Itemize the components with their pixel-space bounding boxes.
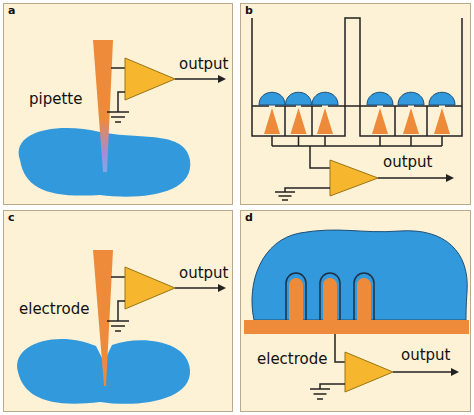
electrode [403, 108, 419, 134]
amplifier-symbol [330, 160, 378, 196]
output-wire [393, 371, 452, 373]
cell [259, 92, 285, 105]
wire [111, 67, 125, 69]
panel-letter: c [8, 212, 15, 225]
cell [367, 92, 393, 105]
cell [398, 92, 424, 105]
electrode [93, 250, 113, 386]
panel: c output electrode [3, 210, 233, 412]
ground-symbol [115, 121, 121, 123]
ground-symbol [317, 398, 323, 400]
electrode [317, 108, 333, 134]
amplifier-symbol [345, 352, 393, 392]
cell [312, 92, 338, 105]
wire [118, 92, 125, 112]
wire [118, 301, 125, 321]
panel-ground [3, 210, 233, 412]
text-label: electrode [19, 301, 90, 318]
arrowhead [218, 75, 226, 83]
divider [285, 106, 427, 136]
bus-wire [272, 136, 442, 146]
ground-symbol [275, 191, 295, 193]
panel-d-figure [244, 230, 469, 399]
electrode [264, 108, 280, 134]
pipette [93, 40, 113, 172]
electrode-bar [244, 320, 469, 334]
text-label: output [179, 265, 228, 282]
panel-ground [240, 210, 471, 412]
electrode [372, 108, 388, 134]
wire [111, 276, 125, 278]
panel-letter: b [245, 5, 253, 18]
amplifier-symbol [125, 58, 175, 100]
electrode [291, 108, 307, 134]
ground-symbol [107, 320, 129, 322]
text-label: electrode [257, 351, 328, 368]
output-wire [175, 287, 219, 289]
electrode [434, 108, 450, 134]
output-wire [378, 177, 447, 179]
text-label: output [383, 154, 432, 171]
ground-symbol [314, 393, 327, 395]
panel: a output pipette [3, 3, 233, 205]
amplifier-symbol [125, 267, 175, 309]
ground-symbol [279, 195, 292, 197]
panel-ground [240, 3, 471, 205]
cell [429, 92, 455, 105]
text-label: output [401, 347, 450, 364]
cell [286, 92, 312, 105]
chamber-wall [345, 105, 360, 107]
ground-symbol [111, 116, 125, 118]
chamber-wall [252, 18, 462, 136]
cell [252, 230, 467, 320]
text-label: pipette [29, 91, 82, 108]
ground-symbol [111, 325, 125, 327]
ground-symbol [282, 199, 288, 201]
arrowhead [218, 284, 226, 292]
ground-symbol [310, 388, 330, 390]
panel-b-figure [252, 18, 462, 200]
electrode-pillar [289, 278, 371, 320]
wire [310, 146, 330, 168]
ground-symbol [115, 330, 121, 332]
membrane [286, 273, 374, 320]
panel-ground [3, 3, 233, 205]
panel-letter: a [8, 5, 15, 18]
text-label: output [179, 56, 228, 73]
wire [335, 334, 345, 362]
ground-symbol [107, 111, 129, 113]
arrowhead [446, 174, 454, 182]
output-wire [175, 78, 219, 80]
arrowhead [451, 368, 459, 376]
panel-letter: d [245, 212, 253, 225]
panel: b output [240, 3, 471, 205]
panel: d electrode output [240, 210, 471, 412]
